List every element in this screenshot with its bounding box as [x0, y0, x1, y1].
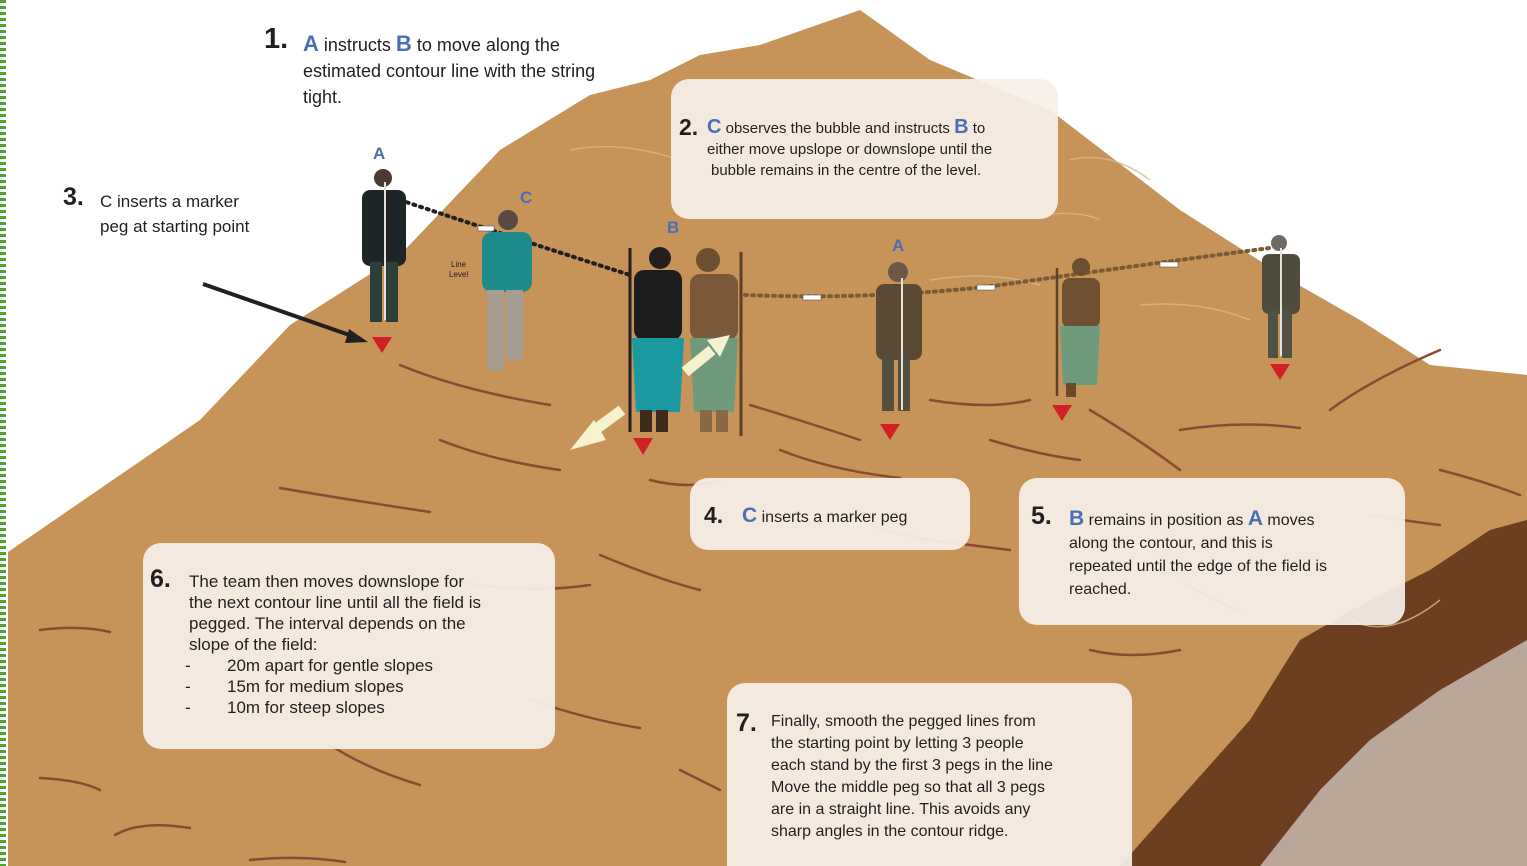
- step-7-text: Finally, smooth the pegged lines from th…: [771, 711, 1053, 843]
- arrow-downslope: [570, 405, 626, 450]
- step-2-line-3: bubble remains in the centre of the leve…: [711, 162, 982, 179]
- step-6-bullet: - 10m for steep slopes: [185, 697, 481, 718]
- bullet-text: 10m for steep slopes: [227, 698, 385, 717]
- step-3-line-2: peg at starting point: [100, 217, 250, 236]
- rock-layer: [1260, 640, 1527, 866]
- label-a-middle: A: [892, 236, 905, 255]
- step-4-c: C: [742, 504, 758, 527]
- bullet-text: 15m for medium slopes: [227, 677, 404, 696]
- step-1-b: B: [395, 31, 412, 56]
- step-2-t2: to: [968, 120, 986, 137]
- step-7-line-6: sharp angles in the contour ridge.: [771, 823, 1009, 840]
- step-5-t1: remains in position as: [1084, 512, 1248, 529]
- person-b-front: [628, 247, 684, 432]
- step-5-line-1: B remains in position as A moves: [1069, 507, 1327, 532]
- step-2-t1: observes the bubble and instructs: [721, 120, 955, 137]
- step-1-a: A: [303, 31, 319, 56]
- bullet-dash: -: [185, 698, 191, 717]
- step-7-line-1: Finally, smooth the pegged lines from: [771, 713, 1036, 730]
- step-4-text: C inserts a marker peg: [742, 505, 907, 528]
- person-a-far: [1262, 235, 1300, 358]
- step-7-number: 7.: [736, 709, 757, 737]
- bullet-dash: -: [185, 677, 191, 696]
- step-4-box: 4. C inserts a marker peg: [690, 478, 970, 550]
- line-level-3: [976, 284, 996, 291]
- step-6-line-3: pegged. The interval depends on the: [189, 614, 466, 633]
- step-4-t1: inserts a marker peg: [757, 509, 908, 526]
- step-1-text: A instructs B to move along the estimate…: [303, 31, 595, 110]
- step-1-line-1: A instructs B to move along the: [303, 31, 595, 58]
- step-6-number: 6.: [150, 565, 171, 593]
- step-2-c: C: [707, 116, 722, 138]
- string-line-2: [743, 246, 1272, 299]
- step-6-box: 6. The team then moves downslope for the…: [143, 543, 555, 749]
- line-level-label-2: Level: [449, 270, 469, 279]
- label-a-left: A: [373, 144, 386, 163]
- step-5-a: A: [1247, 507, 1263, 530]
- person-b-right: [1055, 258, 1100, 397]
- bullet-text: 20m apart for gentle slopes: [227, 656, 434, 675]
- step-6-bullet: - 20m apart for gentle slopes: [185, 655, 481, 676]
- step-1-t1: instructs: [318, 35, 396, 55]
- step-5-line-2: along the contour, and this is: [1069, 535, 1273, 552]
- step-5-line-3: repeated until the edge of the field is: [1069, 558, 1327, 575]
- step-1-number: 1.: [264, 23, 289, 55]
- step-7-line-5: are in a straight line. This avoids any: [771, 801, 1031, 818]
- step-3-number: 3.: [63, 183, 84, 211]
- step-6-line-4: slope of the field:: [189, 635, 318, 654]
- line-level-label: Line Level: [449, 260, 468, 280]
- step-5-line-4: reached.: [1069, 581, 1132, 598]
- step-7-line-2: the starting point by letting 3 people: [771, 735, 1024, 752]
- person-b-ghost: [690, 248, 743, 436]
- step-7-line-3: each stand by the first 3 pegs in the li…: [771, 757, 1053, 774]
- step-2-line-2: either move upslope or downslope until t…: [707, 141, 993, 158]
- step-7-box: 7. Finally, smooth the pegged lines from…: [727, 683, 1132, 866]
- step-5-b: B: [1069, 507, 1085, 530]
- marker-pegs: [372, 337, 1290, 455]
- step-1-line-2: estimated contour line with the string: [303, 61, 596, 81]
- step-6-line-1: The team then moves downslope for: [189, 572, 464, 591]
- step-6-text: The team then moves downslope for the ne…: [185, 571, 482, 718]
- step-5-box: 5. B remains in position as A moves alon…: [1019, 478, 1405, 625]
- step-2-box: 2. C observes the bubble and instructs B…: [671, 79, 1058, 219]
- string-line-1: [398, 198, 632, 277]
- person-a-middle: [876, 262, 922, 411]
- step-2-b: B: [954, 116, 969, 138]
- line-level-1: [477, 225, 495, 232]
- step-5-number: 5.: [1031, 502, 1052, 530]
- line-level-4: [1159, 261, 1179, 268]
- person-a-left: [362, 169, 406, 322]
- step-3-text: C inserts a marker peg at starting point: [100, 189, 249, 239]
- step-3-line-1: C inserts a marker: [100, 192, 239, 211]
- label-c-left: C: [520, 188, 533, 207]
- pointer-arrow: [202, 282, 368, 343]
- step-4-number: 4.: [704, 502, 724, 528]
- line-level-label-1: Line: [451, 260, 467, 269]
- step-2-number: 2.: [679, 114, 699, 140]
- step-1-t2: to move along the: [411, 35, 560, 55]
- step-2-text: C observes the bubble and instructs B to…: [707, 117, 992, 181]
- arrow-upslope: [681, 335, 730, 377]
- step-5-text: B remains in position as A moves along t…: [1069, 507, 1327, 601]
- bullet-dash: -: [185, 656, 191, 675]
- person-c-left: [482, 210, 532, 370]
- step-1-line-3: tight.: [303, 87, 343, 107]
- step-5-t2: moves: [1262, 512, 1315, 529]
- step-2-line-1: C observes the bubble and instructs B to: [707, 117, 992, 139]
- label-b-front: B: [667, 218, 680, 237]
- step-7-line-4: Move the middle peg so that all 3 pegs: [771, 779, 1045, 796]
- step-6-line-2: the next contour line until all the fiel…: [189, 593, 482, 612]
- line-level-2: [802, 294, 822, 301]
- step-6-bullet: - 15m for medium slopes: [185, 676, 481, 697]
